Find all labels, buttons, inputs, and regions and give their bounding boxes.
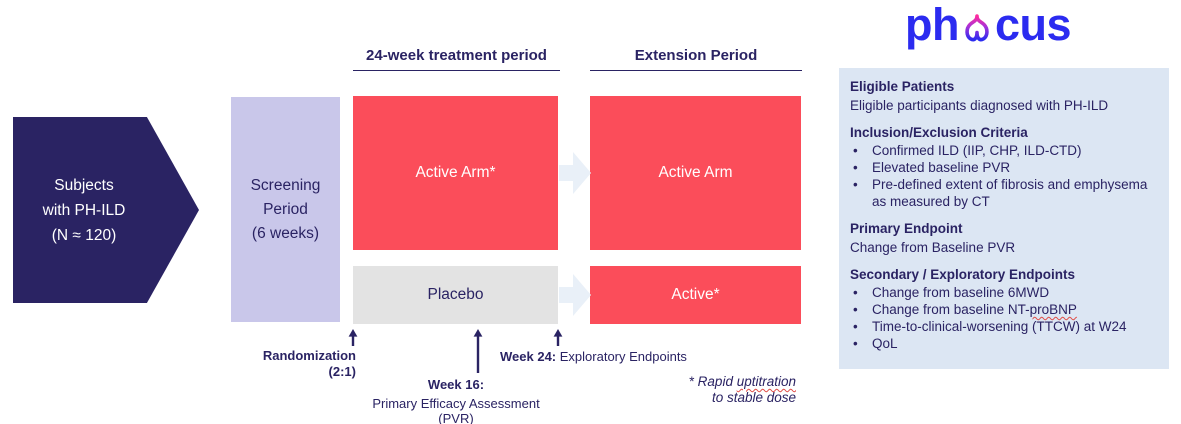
treatment-period-header: 24-week treatment period	[353, 47, 560, 71]
panel-section: Secondary / Exploratory Endpoints • Change…	[850, 266, 1158, 352]
week24-label: Week 24: Exploratory Endpoints	[500, 349, 687, 365]
bullet-list: • Confirmed ILD (IIP, CHP, ILD-CTD) • Eleva…	[850, 142, 1158, 210]
bullet-icon: •	[853, 160, 858, 175]
subjects-line: with PH-ILD	[42, 201, 126, 219]
bullet-icon: •	[853, 319, 858, 334]
bullet-text-segment: proBNP	[1029, 302, 1077, 317]
subjects-line: Subjects	[54, 176, 114, 194]
week24-title: Week 24:	[500, 349, 557, 364]
placebo-box: Placebo	[353, 266, 558, 324]
week16-label: Week 16: Primary Efficacy Assessment (PV…	[356, 377, 556, 424]
bullet-icon: •	[853, 143, 858, 158]
bullet-text: Elevated baseline PVR	[872, 159, 1158, 176]
section-heading: Inclusion/Exclusion Criteria	[850, 125, 1028, 140]
bullet-item: • QoL	[850, 335, 1158, 352]
footnote-line2: to stable dose	[711, 389, 796, 405]
active-arm-treatment-box: Active Arm*	[353, 96, 558, 250]
bullet-text: Change from baseline 6MWD	[872, 284, 1158, 301]
screening-line: Period	[263, 200, 308, 218]
screening-line: Screening	[250, 176, 321, 194]
week16-arrow-icon	[473, 329, 483, 373]
bullet-item: • Change from baseline 6MWD	[850, 284, 1158, 301]
section-heading: Eligible Patients	[850, 79, 955, 94]
section-heading: Secondary / Exploratory Endpoints	[850, 267, 1076, 282]
phocus-logo: ph cus	[905, 0, 1072, 50]
footnote-line1: * Rapid uptitration	[618, 374, 796, 390]
section-body: Change from Baseline PVR	[850, 240, 1016, 255]
uptitration-footnote: * Rapid uptitration to stable dose	[618, 374, 796, 405]
randomization-ratio: (2:1)	[328, 363, 356, 379]
bullet-item: • Change from baseline NT-proBNP	[850, 301, 1158, 318]
section-body: Eligible participants diagnosed with PH-…	[850, 98, 1109, 113]
bullet-icon: •	[853, 285, 858, 300]
randomization-arrow-icon	[348, 329, 358, 346]
footnote-prefix: * Rapid	[688, 374, 737, 389]
randomization-line: Randomization	[262, 348, 356, 363]
bullet-text-segment: Confirmed ILD (IIP, CHP, ILD-CTD)	[872, 143, 1082, 158]
bullet-icon: •	[853, 302, 858, 317]
active-arm-extension-box: Active Arm	[590, 96, 801, 250]
bullet-item: • Time-to-clinical-worsening (TTCW) at W2…	[850, 318, 1158, 335]
subjects-line: (N ≈ 120)	[51, 226, 117, 244]
extension-period-header: Extension Period	[590, 47, 802, 71]
randomization-label: Randomization (2:1)	[240, 348, 356, 379]
bullet-text-segment: Time-to-clinical-worsening (TTCW) at W24	[872, 319, 1127, 334]
bullet-text-segment: Elevated baseline PVR	[872, 160, 1011, 175]
bullet-text: Pre-defined extent of fibrosis and emphy…	[872, 176, 1158, 210]
bullet-item: • Elevated baseline PVR	[850, 159, 1158, 176]
bullet-text-segment: Change from baseline 6MWD	[872, 285, 1050, 300]
right-arrow-icon	[559, 152, 591, 194]
week16-text: Primary Efficacy Assessment (PVR)	[372, 395, 540, 424]
bullet-text: Time-to-clinical-worsening (TTCW) at W24	[872, 318, 1158, 335]
week24-text: Exploratory Endpoints	[556, 349, 687, 364]
bullet-text-segment: Change from baseline NT-	[872, 302, 1030, 317]
right-arrow-icon	[559, 274, 591, 316]
logo-text-pre: ph	[905, 0, 959, 50]
bullet-text-segment: QoL	[872, 336, 898, 351]
subjects-arrow: Subjects with PH-ILD (N ≈ 120)	[13, 117, 199, 303]
panel-section: Inclusion/Exclusion Criteria • Confirmed I…	[850, 124, 1158, 210]
footnote-wavy-word: uptitration	[736, 374, 796, 389]
bullet-item: • Pre-defined extent of fibrosis and emph…	[850, 176, 1158, 210]
bullet-icon: •	[853, 177, 858, 192]
bullet-list: • Change from baseline 6MWD • Change from b…	[850, 284, 1158, 352]
lungs-icon	[965, 3, 989, 42]
bullet-item: • Confirmed ILD (IIP, CHP, ILD-CTD)	[850, 142, 1158, 159]
bullet-text-segment: Pre-defined extent of fibrosis and emphy…	[872, 177, 1148, 209]
bullet-icon: •	[853, 336, 858, 351]
bullet-text: Confirmed ILD (IIP, CHP, ILD-CTD)	[872, 142, 1158, 159]
week16-title: Week 16:	[427, 377, 485, 392]
week24-arrow-icon	[553, 329, 563, 346]
section-heading: Primary Endpoint	[850, 221, 963, 236]
screening-period-box: Screening Period (6 weeks)	[231, 97, 340, 322]
screening-line: (6 weeks)	[251, 224, 320, 242]
logo-text-post: cus	[994, 0, 1072, 50]
active-extension-box: Active*	[590, 266, 801, 324]
bullet-text: Change from baseline NT-proBNP	[872, 301, 1158, 318]
bullet-text: QoL	[872, 335, 1158, 352]
